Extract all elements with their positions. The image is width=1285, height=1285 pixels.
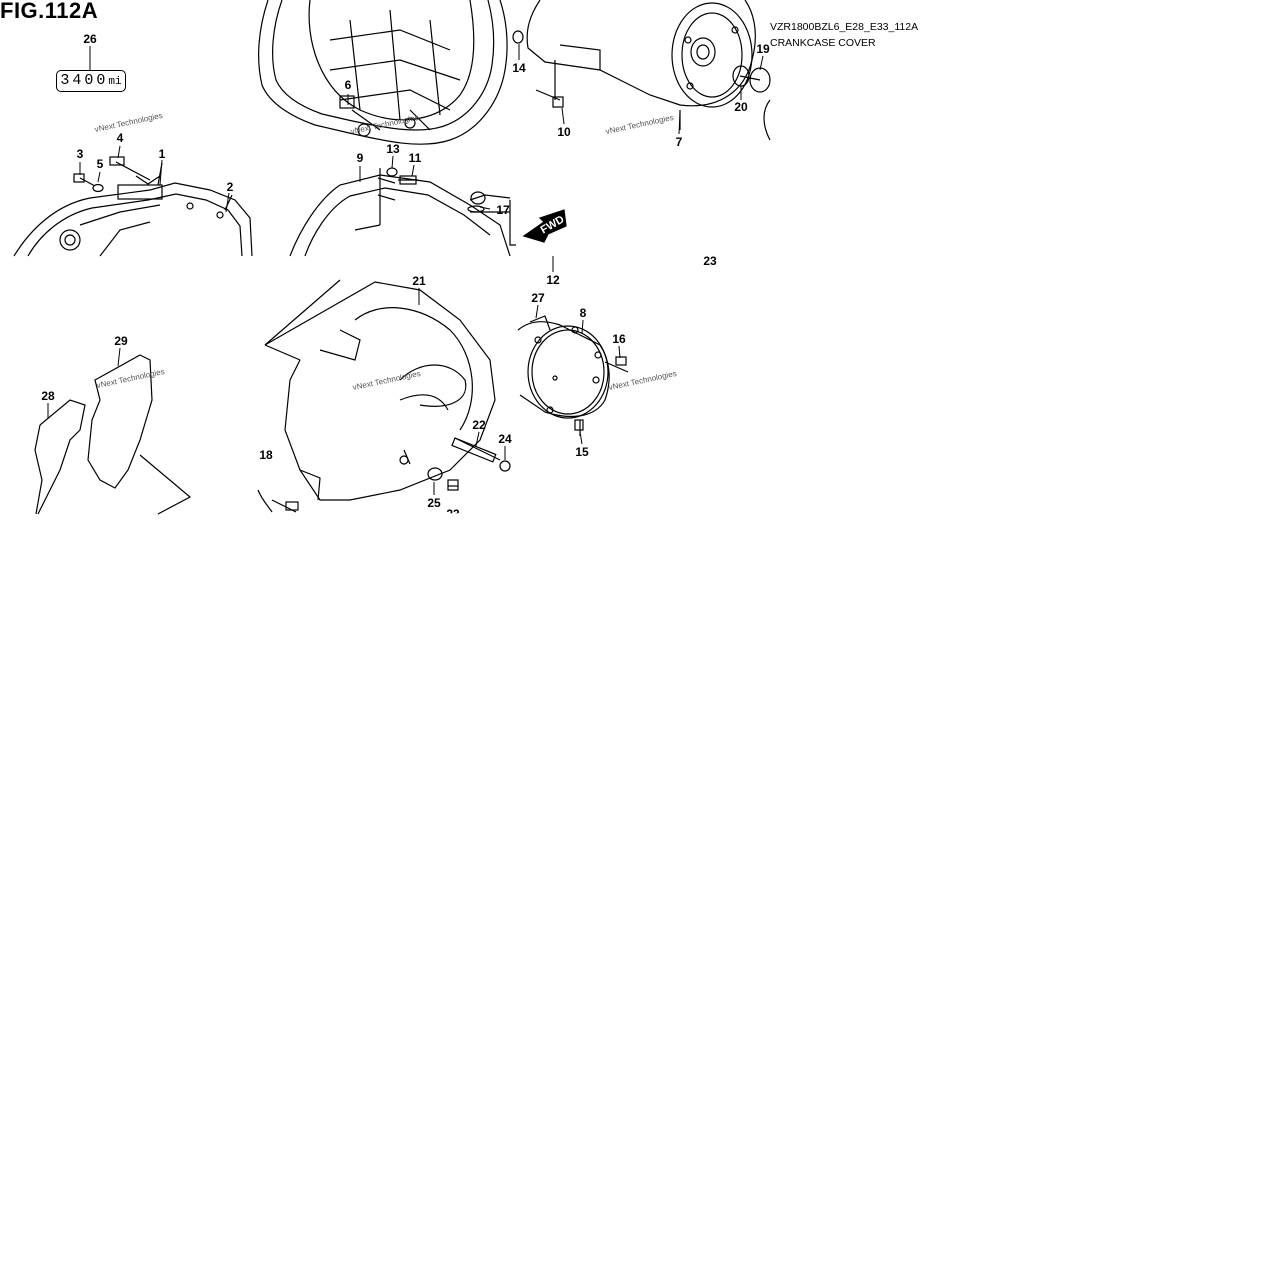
engine-case-drawing xyxy=(258,0,516,257)
fwd-arrow-shape xyxy=(522,209,567,243)
side-covers-drawing xyxy=(34,354,192,515)
callout-2: 2 xyxy=(226,180,234,194)
callout-16: 16 xyxy=(612,332,626,346)
cover-8-drawing xyxy=(517,315,629,436)
callout-1: 1 xyxy=(158,147,166,161)
callout-28: 28 xyxy=(41,389,55,403)
callout-15: 15 xyxy=(575,445,589,459)
callout-8: 8 xyxy=(579,306,587,320)
callout-20: 20 xyxy=(734,100,748,114)
callout-25: 25 xyxy=(427,496,441,510)
callout-14: 14 xyxy=(512,61,526,75)
callout-22: 22 xyxy=(472,418,486,432)
odometer-unit: mi xyxy=(108,76,122,88)
generator-cover-drawing xyxy=(512,0,771,141)
callout-13: 13 xyxy=(386,142,400,156)
callout-6: 6 xyxy=(344,78,352,92)
callout-4: 4 xyxy=(116,131,124,145)
callout-3: 3 xyxy=(76,147,84,161)
leader-lines xyxy=(47,44,764,495)
callout-29: 29 xyxy=(114,334,128,348)
callout-26: 26 xyxy=(83,32,97,46)
callout-17: 17 xyxy=(496,203,510,217)
clutch-cover-drawing xyxy=(13,156,253,257)
callout-21: 21 xyxy=(412,274,426,288)
callout-18: 18 xyxy=(259,448,273,462)
cover-21-drawing xyxy=(257,279,511,513)
odometer-value: 3400 xyxy=(60,72,109,89)
figure-name: CRANKCASE COVER xyxy=(770,37,876,49)
callout-19: 19 xyxy=(756,42,770,56)
callout-23-cropped: 23 xyxy=(446,507,460,521)
callout-10: 10 xyxy=(557,125,571,139)
callout-9: 9 xyxy=(356,151,364,165)
callout-7: 7 xyxy=(675,135,683,149)
callout-27: 27 xyxy=(531,291,545,305)
callout-11: 11 xyxy=(408,151,422,165)
odometer-badge: 3400mi xyxy=(56,70,126,92)
callout-5: 5 xyxy=(96,157,104,171)
figure-title: FIG.112A xyxy=(0,0,99,23)
callout-23: 23 xyxy=(703,254,717,268)
callout-24: 24 xyxy=(498,432,512,446)
figure-code: VZR1800BZL6_E28_E33_112A xyxy=(770,21,919,33)
callout-12: 12 xyxy=(546,273,560,287)
